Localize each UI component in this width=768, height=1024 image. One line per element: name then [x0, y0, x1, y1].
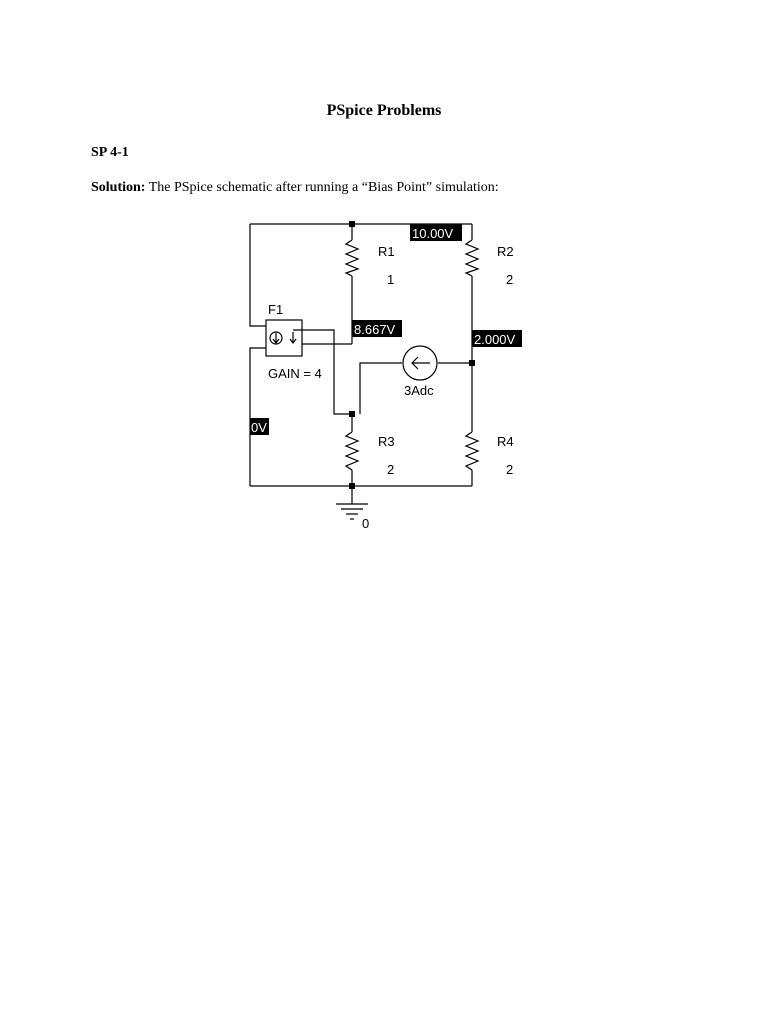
svg-text:2.000V: 2.000V [474, 332, 516, 347]
r2-value: 2 [506, 272, 513, 287]
junction-dots [349, 221, 475, 489]
ground-symbol [336, 503, 368, 520]
f1-source-symbol [265, 319, 303, 357]
voltage-marker-left-mid: 8.667V [352, 320, 402, 337]
solution-paragraph: Solution: The PSpice schematic after run… [91, 180, 499, 196]
r1-value: 1 [387, 272, 394, 287]
r1-name: R1 [378, 244, 395, 259]
r4-name: R4 [497, 434, 514, 449]
f1-name: F1 [268, 302, 283, 317]
r4-value: 2 [506, 462, 513, 477]
source-value: 3Adc [404, 383, 434, 398]
voltage-marker-top: 10.00V [410, 224, 462, 241]
resistor-r1-symbol [344, 239, 360, 277]
r3-name: R3 [378, 434, 395, 449]
resistor-r2-symbol [464, 239, 480, 277]
voltage-marker-right-mid: 2.000V [472, 330, 522, 347]
current-source-symbol [402, 345, 438, 381]
f1-gain: GAIN = 4 [268, 366, 322, 381]
problem-id: SP 4-1 [91, 145, 129, 160]
solution-lead: Solution: [91, 180, 146, 195]
r3-value: 2 [387, 462, 394, 477]
wires [249, 223, 473, 504]
voltage-marker-left-low: 0V [250, 418, 269, 435]
resistor-r3-symbol [344, 431, 360, 471]
solution-text: The PSpice schematic after running a “Bi… [145, 180, 499, 195]
svg-text:10.00V: 10.00V [412, 226, 454, 241]
r2-name: R2 [497, 244, 514, 259]
page-title: PSpice Problems [326, 102, 442, 119]
resistor-r4-symbol [464, 431, 480, 471]
svg-text:8.667V: 8.667V [354, 322, 396, 337]
ground-label: 0 [362, 516, 369, 531]
svg-text:0V: 0V [251, 420, 267, 435]
